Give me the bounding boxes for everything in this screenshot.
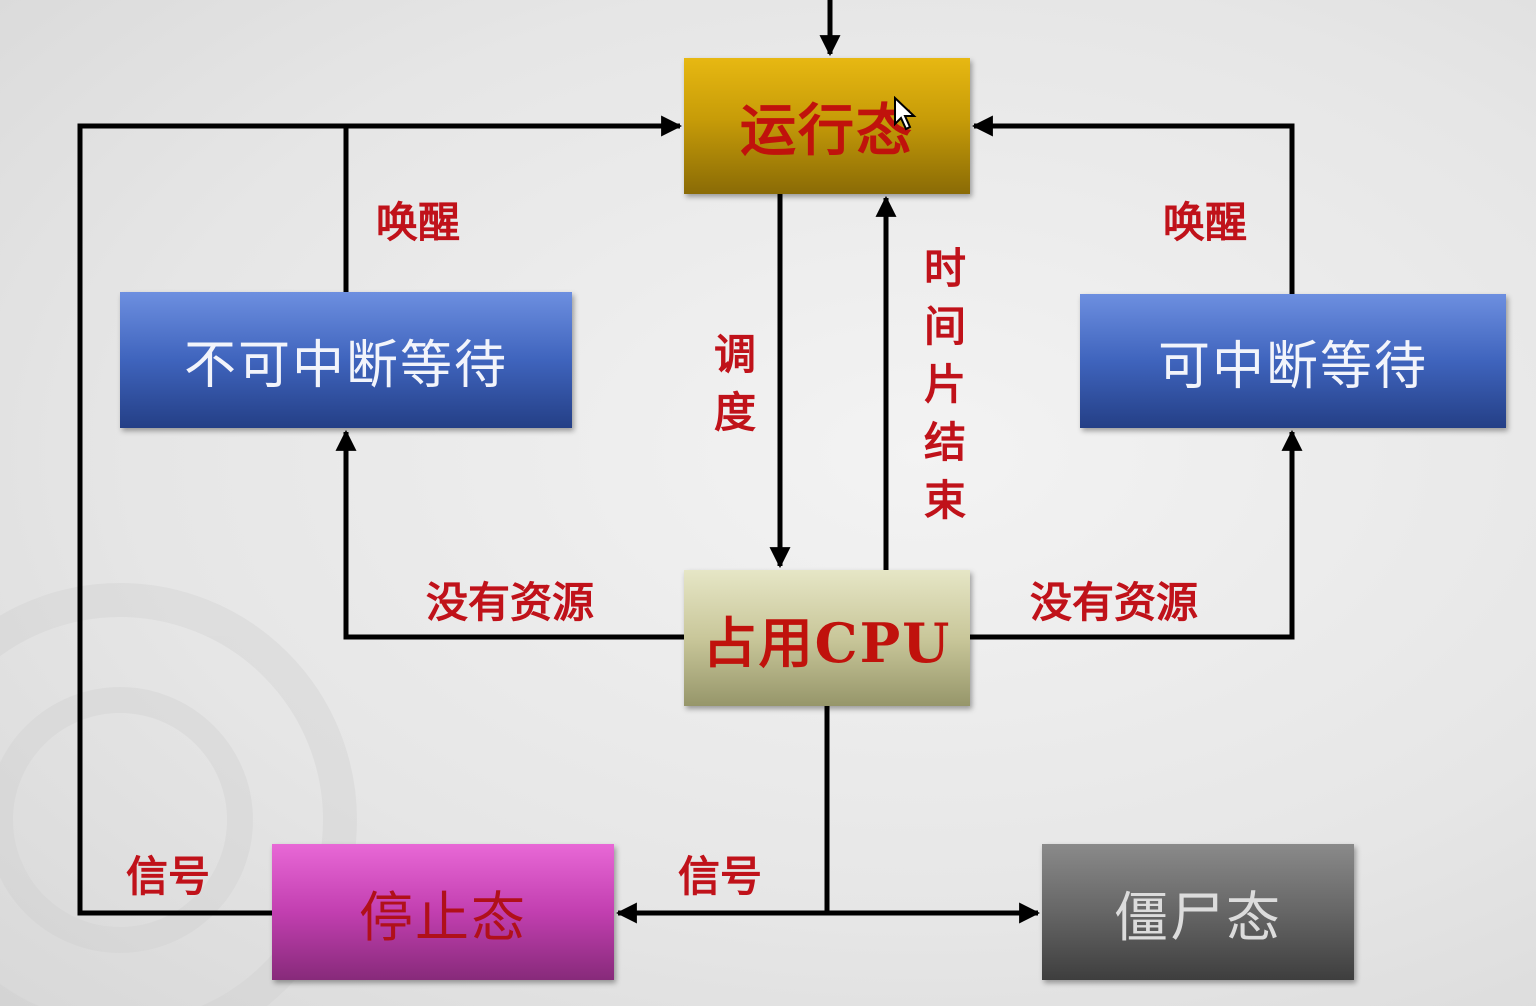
- state-cpu-label: 占用CPU: [702, 610, 952, 675]
- label-signal-mid: 信号: [678, 852, 763, 901]
- state-uninterruptible-wait-label: 不可中断等待: [183, 335, 508, 396]
- label-timeslice-char: 束: [923, 476, 966, 525]
- state-uninterruptible-wait: 不可中断等待: [120, 292, 572, 428]
- state-interruptible-wait-label: 可中断等待: [1157, 336, 1428, 397]
- edge-no-resource-left: [335, 429, 684, 640]
- state-running-label: 运行态: [740, 97, 914, 164]
- edge-no-resource-right: [970, 429, 1303, 640]
- edge-stopped-to-running: [77, 115, 683, 916]
- state-running: 运行态: [684, 58, 970, 194]
- mouse-cursor-icon: [894, 96, 917, 131]
- state-stopped-label: 停止态: [359, 885, 527, 949]
- label-timeslice-char: 时: [923, 244, 966, 293]
- label-signal-left: 信号: [126, 852, 211, 901]
- background-decoration: [0, 583, 357, 1006]
- label-schedule: 调 度: [710, 326, 760, 442]
- state-zombie-label: 僵尸态: [1114, 885, 1282, 949]
- label-no-resource-left: 没有资源: [426, 578, 595, 627]
- state-stopped: 停止态: [272, 844, 614, 980]
- label-schedule-char: 调: [713, 330, 756, 379]
- label-schedule-char: 度: [713, 388, 756, 437]
- state-interruptible-wait: 可中断等待: [1080, 294, 1506, 428]
- label-timeslice-char: 间: [923, 302, 966, 351]
- state-cpu: 占用CPU: [684, 570, 970, 706]
- state-zombie: 僵尸态: [1042, 844, 1354, 980]
- label-wake-right: 唤醒: [1163, 198, 1248, 247]
- label-timeslice-char: 结: [923, 418, 966, 467]
- label-timeslice-end: 时 间 片 结 束: [920, 240, 970, 530]
- label-no-resource-right: 没有资源: [1030, 578, 1199, 627]
- edge-interruptible-wake: [971, 115, 1295, 294]
- label-wake-left: 唤醒: [376, 198, 461, 247]
- label-timeslice-char: 片: [923, 360, 966, 409]
